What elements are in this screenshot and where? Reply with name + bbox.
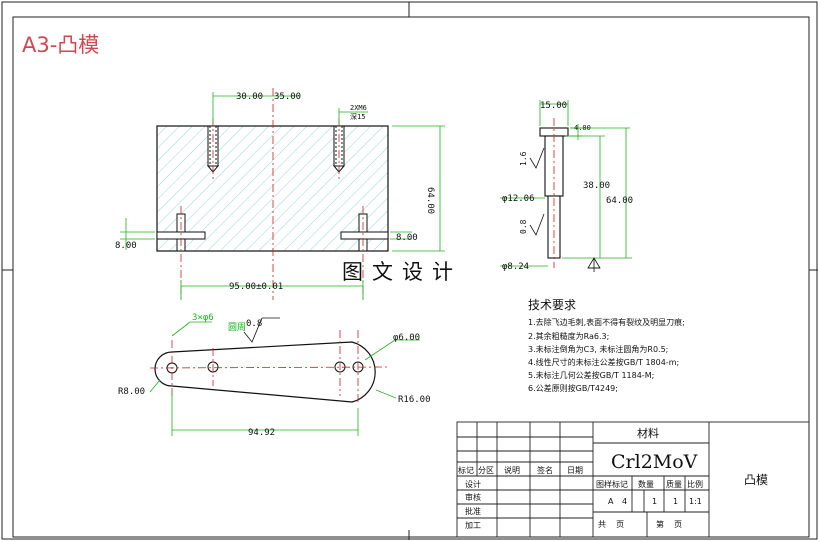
tb-role: 批准 bbox=[465, 506, 481, 516]
threaded-hole-right bbox=[332, 125, 346, 173]
tb-stage-label: 图样标记 bbox=[596, 479, 628, 489]
pin-dim-dia-upper: φ12.06 bbox=[502, 194, 535, 204]
tech-item: 2.其余粗糙度为Ra6.3; bbox=[528, 331, 609, 341]
plan-dim-holes: 3×φ6 bbox=[192, 313, 214, 323]
tb-rev-header: 说明 bbox=[504, 465, 520, 475]
pin-rough-lower: 0.8 bbox=[519, 219, 528, 234]
tech-item: 3.未标注倒角为C3, 未标注圆角为R0.5; bbox=[528, 344, 668, 354]
front-view: 30.00 35.00 2XM6 深15 64.00 8.00 8.00 95.… bbox=[115, 88, 445, 300]
plan-view: 3×φ6 圆周 0.8 φ6.00 R8.00 R16.00 94.92 bbox=[118, 313, 431, 438]
front-dimensions bbox=[120, 92, 445, 300]
tb-stage-4: 4 bbox=[622, 497, 627, 506]
sheet-size-label: A3-凸模 bbox=[22, 33, 99, 57]
tb-material-value: Crl2MoV bbox=[611, 451, 698, 473]
tb-rev-header: 标记 bbox=[458, 465, 474, 475]
pin-roughness-symbols bbox=[529, 147, 601, 272]
pin-view: 15.00 4.00 38.00 64.00 φ12.06 φ8.24 1.6 … bbox=[500, 100, 633, 272]
tb-scale-label: 比例 bbox=[687, 479, 703, 489]
dim-left: 8.00 bbox=[115, 241, 137, 251]
inner-frame bbox=[12, 16, 810, 538]
dim-thread-depth: 深15 bbox=[350, 112, 365, 121]
plan-dim-r-right: R16.00 bbox=[398, 395, 431, 405]
tb-role: 设计 bbox=[465, 479, 481, 489]
tech-item: 4.线性尺寸的未标注公差按GB/T 1804-m; bbox=[528, 357, 679, 367]
tb-role: 审核 bbox=[465, 492, 481, 502]
tb-weight-value: 1 bbox=[673, 497, 678, 506]
tb-material-label: 材料 bbox=[637, 426, 659, 440]
tb-total-sheets: 共 页 bbox=[598, 520, 624, 529]
pin-rough-upper: 1.6 bbox=[519, 151, 528, 166]
plan-dim-r-left: R8.00 bbox=[118, 387, 145, 397]
plan-rough: 0.8 bbox=[246, 319, 262, 329]
title-block bbox=[456, 421, 810, 538]
tech-item: 5.未标注几何公差按GB/T 1184-M; bbox=[528, 370, 654, 380]
pin-dim-dia-lower: φ8.24 bbox=[502, 262, 529, 272]
tb-rev-header: 日期 bbox=[567, 466, 583, 475]
plan-centerlines bbox=[149, 330, 391, 404]
tb-qty-value: 1 bbox=[652, 497, 657, 506]
plan-roughness bbox=[243, 317, 280, 343]
pin-dim-shank: 38.00 bbox=[583, 181, 610, 191]
front-centerlines bbox=[180, 88, 364, 300]
tb-rev-header: 分区 bbox=[478, 466, 494, 475]
tech-item: 1.去除飞边毛刺,表面不得有裂纹及明显刀痕; bbox=[528, 317, 685, 327]
tb-qty-label: 数量 bbox=[638, 479, 654, 489]
punch-outline bbox=[154, 341, 376, 403]
tb-scale-value: 1:1 bbox=[689, 497, 702, 506]
plan-dimensions bbox=[149, 321, 420, 436]
threaded-hole-left bbox=[206, 125, 220, 173]
tech-item: 6.公差原则按GB/T4249; bbox=[528, 383, 618, 393]
dim-thread: 2XM6 bbox=[350, 104, 367, 112]
dim-height: 64.00 bbox=[425, 187, 435, 214]
tech-requirements: 技术要求 1.去除飞边毛刺,表面不得有裂纹及明显刀痕; 2.其余粗糙度为Ra6.… bbox=[528, 298, 685, 393]
tb-part-name: 凸模 bbox=[744, 473, 768, 487]
tech-title: 技术要求 bbox=[528, 298, 576, 312]
pin-dim-total: 64.00 bbox=[606, 196, 633, 206]
pin-dimensions bbox=[500, 100, 632, 267]
dim-bottom: 95.00±0.01 bbox=[229, 282, 283, 292]
dim-top-left: 30.00 bbox=[236, 92, 263, 102]
tb-sheet-no: 第 页 bbox=[656, 519, 682, 529]
plan-dim-hole-right: φ6.00 bbox=[393, 333, 420, 343]
pin-dim-head-h: 4.00 bbox=[574, 124, 591, 132]
plan-label-rim: 圆周 bbox=[228, 322, 246, 333]
dim-top-right: 35.00 bbox=[274, 92, 301, 102]
tb-weight-label: 质量 bbox=[666, 479, 682, 489]
plan-dim-length: 94.92 bbox=[248, 428, 275, 438]
pin-dim-head: 15.00 bbox=[540, 101, 567, 111]
tb-stage-a: A bbox=[608, 497, 614, 506]
dim-right: 8.00 bbox=[396, 233, 418, 243]
tb-role: 加工 bbox=[465, 520, 481, 530]
tb-rev-header: 签名 bbox=[537, 465, 553, 475]
main-title: 图文设计 bbox=[342, 260, 462, 284]
plate-section bbox=[156, 125, 389, 252]
